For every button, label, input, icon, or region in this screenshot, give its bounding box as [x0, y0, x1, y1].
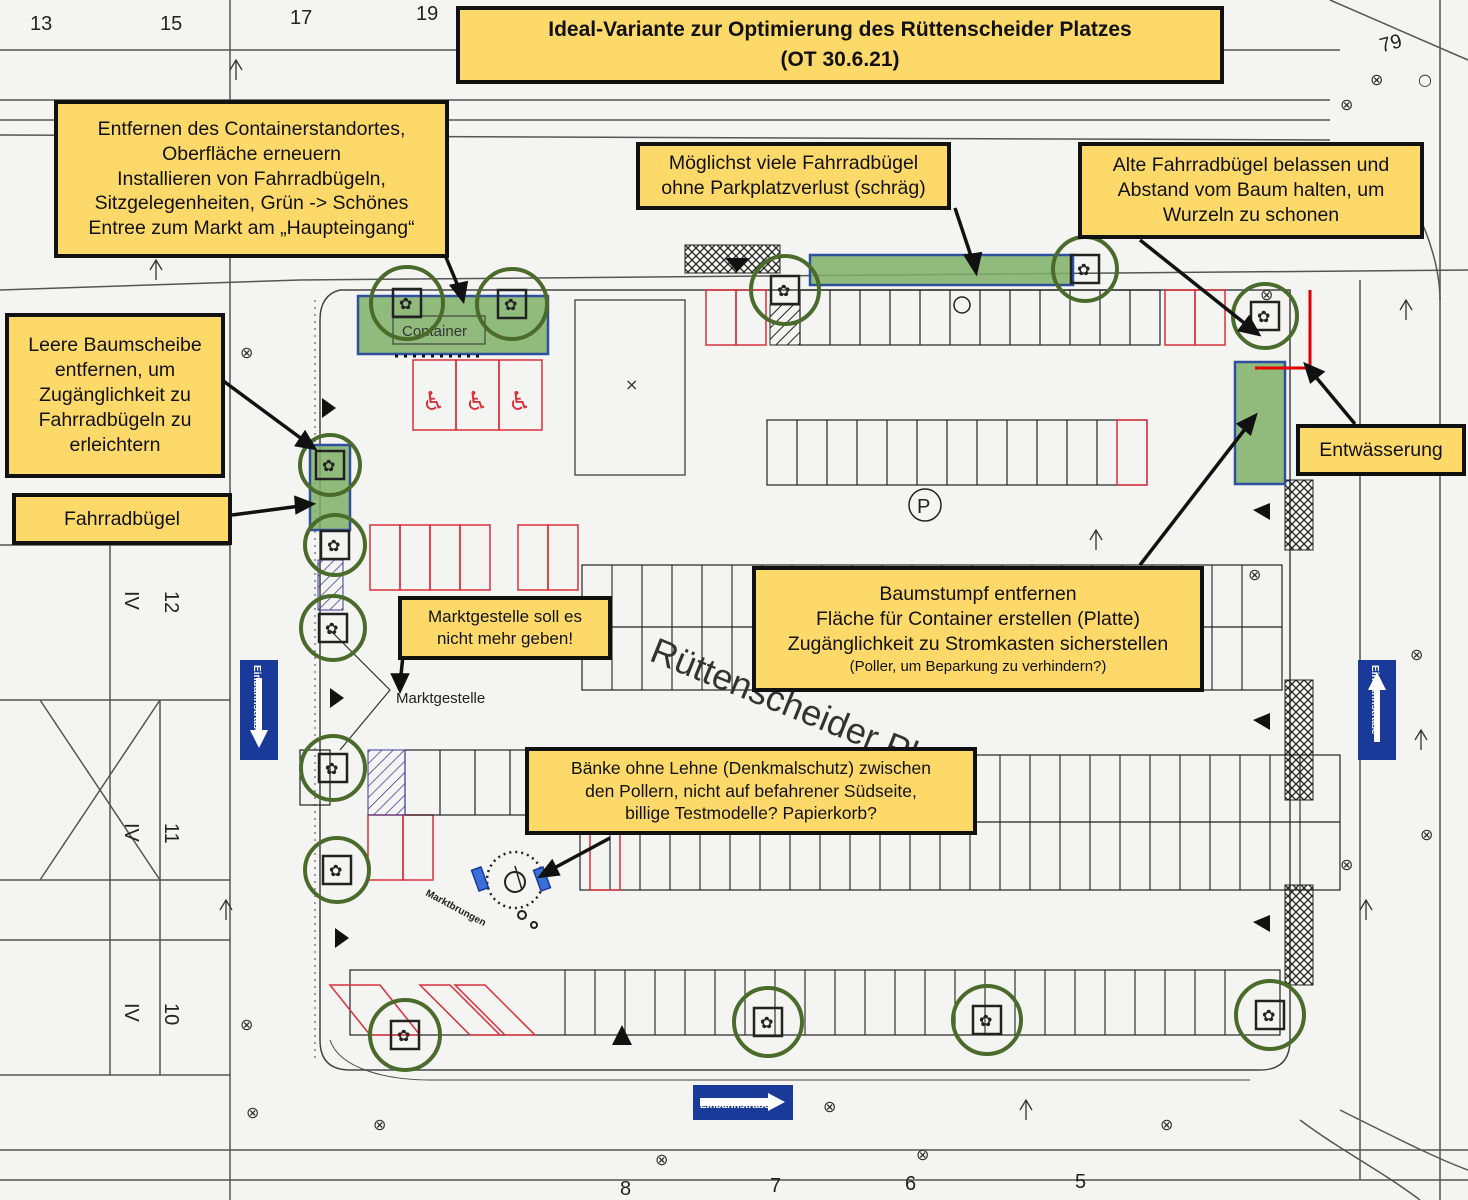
svg-text:⊗: ⊗ — [916, 1145, 929, 1164]
svg-text:♿: ♿ — [422, 387, 445, 417]
svg-text:19: 19 — [416, 3, 438, 25]
svg-text:5: 5 — [1075, 1171, 1086, 1193]
svg-text:✿: ✿ — [504, 295, 517, 314]
marktgestelle-outline — [329, 629, 391, 751]
svg-text:✿: ✿ — [322, 456, 335, 475]
svg-text:Einbahnstraße: Einbahnstraße — [251, 665, 262, 735]
svg-text:✿: ✿ — [397, 1026, 410, 1045]
svg-text:13: 13 — [30, 13, 52, 35]
note-empty-tree-pit: Leere Baumscheibe entfernen, um Zugängli… — [5, 313, 225, 478]
svg-text:✿: ✿ — [399, 294, 412, 313]
market-area-box — [574, 299, 686, 476]
note-bike-racks-slanted: Möglichst viele Fahrradbügel ohne Parkpl… — [636, 142, 951, 210]
svg-text:⊗: ⊗ — [1260, 285, 1273, 304]
tree-icon: ✿ — [368, 998, 442, 1072]
plaza-outline — [319, 289, 1291, 1071]
house-numbers: 13 15 17 19 79 12 11 10 IV IV IV 8 7 6 5 — [30, 3, 1404, 1200]
svg-text:⊗: ⊗ — [240, 343, 253, 362]
svg-text:IV: IV — [120, 591, 142, 611]
tree-icon: ✿ — [299, 594, 367, 662]
svg-text:11: 11 — [160, 823, 182, 844]
note-bike-rack: Fahrradbügel — [12, 493, 232, 545]
svg-text:7: 7 — [770, 1175, 781, 1197]
tree-icon: ✿ — [475, 267, 549, 341]
disabled-parking — [412, 359, 543, 431]
svg-text:⊗: ⊗ — [1410, 645, 1423, 664]
svg-text:✿: ✿ — [325, 619, 338, 638]
svg-text:⊗: ⊗ — [1340, 855, 1353, 874]
title-line-1: Ideal-Variante zur Optimierung des Rütte… — [548, 17, 1132, 41]
survey-points — [149, 58, 1428, 1120]
tree-icon: ✿ — [1234, 979, 1306, 1051]
tree-icon: ✿ — [303, 836, 371, 904]
one-way-sign-right — [1358, 660, 1396, 760]
note-container-removal: Entfernen des Containerstandortes, Oberf… — [54, 100, 449, 258]
svg-text:✿: ✿ — [1257, 307, 1270, 326]
note-benches: Bänke ohne Lehne (Denkmalschutz) zwische… — [525, 747, 977, 835]
svg-text:⊗: ⊗ — [373, 1115, 386, 1134]
svg-text:✿: ✿ — [760, 1013, 773, 1032]
marktgestelle-label: Marktgestelle — [396, 690, 486, 707]
tree-icon: ✿ — [749, 254, 821, 326]
svg-text:⊗: ⊗ — [655, 1150, 668, 1169]
direction-arrows — [322, 398, 1270, 1045]
svg-text:⊗: ⊗ — [1248, 565, 1261, 584]
svg-text:Einbahnstraße: Einbahnstraße — [1369, 665, 1380, 735]
svg-text:⊗: ⊗ — [1420, 825, 1433, 844]
svg-text:IV: IV — [120, 823, 142, 843]
svg-text:♿: ♿ — [465, 387, 488, 417]
svg-text:○: ○ — [1418, 70, 1432, 89]
svg-text:✿: ✿ — [329, 861, 342, 880]
map-symbols: ⊗ ○ ⊗ ⊗ ⊗ ⊗ ⊗ ⊗ ⊗ ⊗ ⊗ ⊗ ⊗ ⊗ ⊗ ⊗ — [240, 70, 1433, 1169]
svg-text:✿: ✿ — [327, 536, 340, 555]
tree-icon: ✿ — [303, 513, 367, 577]
note-old-bike-racks: Alte Fahrradbügel belassen und Abstand v… — [1078, 142, 1424, 239]
title-line-2: (OT 30.6.21) — [780, 48, 900, 71]
svg-text:✿: ✿ — [777, 281, 790, 300]
parking-red-left — [328, 524, 621, 1036]
bike-rack-area-top — [808, 253, 1075, 287]
note-tree-stump: Baumstumpf entfernen Fläche für Containe… — [752, 566, 1204, 692]
one-way-sign-left — [240, 660, 278, 760]
svg-text:⊗: ⊗ — [246, 1103, 259, 1122]
svg-text:6: 6 — [905, 1173, 916, 1195]
svg-text:12: 12 — [160, 591, 182, 613]
note-market-stands: Marktgestelle soll es nicht mehr geben! — [398, 596, 612, 660]
svg-text:✿: ✿ — [325, 759, 338, 778]
title-box: Ideal-Variante zur Optimierung des Rütte… — [456, 6, 1224, 84]
svg-text:×: × — [625, 375, 638, 394]
svg-text:15: 15 — [160, 13, 182, 35]
svg-text:17: 17 — [290, 7, 312, 29]
svg-text:⊗: ⊗ — [823, 1097, 836, 1116]
parking-symbol: P — [917, 496, 930, 518]
crosshatch-strip-right — [1284, 479, 1314, 551]
svg-text:IV: IV — [120, 1003, 142, 1023]
tree-icon: ✿ — [298, 433, 362, 497]
svg-text:Einbahnstraße: Einbahnstraße — [700, 1100, 770, 1111]
svg-text:✿: ✿ — [1262, 1006, 1275, 1025]
svg-text:⊗: ⊗ — [1160, 1115, 1173, 1134]
tree-icon: ✿ — [951, 984, 1023, 1056]
tree-icon: ✿ — [299, 734, 367, 802]
bench-right-icon — [532, 865, 552, 893]
bench-left-icon — [470, 865, 490, 893]
tree-circles: ✿ ✿ ✿ ✿ ✿ ✿ ✿ ✿ ✿ ✿ ✿ ✿ ✿ ✿ — [298, 235, 1306, 1072]
svg-text:♿: ♿ — [508, 387, 531, 417]
svg-text:✿: ✿ — [1077, 260, 1090, 279]
one-way-sign-bottom — [693, 1085, 793, 1120]
svg-text:⊗: ⊗ — [1370, 70, 1383, 89]
tree-icon: ✿ — [369, 265, 445, 341]
svg-text:⊗: ⊗ — [240, 1015, 253, 1034]
svg-text:10: 10 — [160, 1003, 182, 1025]
note-drainage: Entwässerung — [1296, 424, 1466, 476]
svg-text:✿: ✿ — [979, 1011, 992, 1030]
hatched-area-left — [367, 749, 406, 816]
annotation-arrows — [220, 207, 1357, 879]
svg-text:8: 8 — [620, 1178, 631, 1200]
svg-text:⊗: ⊗ — [1340, 95, 1353, 114]
tree-icon: ✿ — [732, 986, 804, 1058]
